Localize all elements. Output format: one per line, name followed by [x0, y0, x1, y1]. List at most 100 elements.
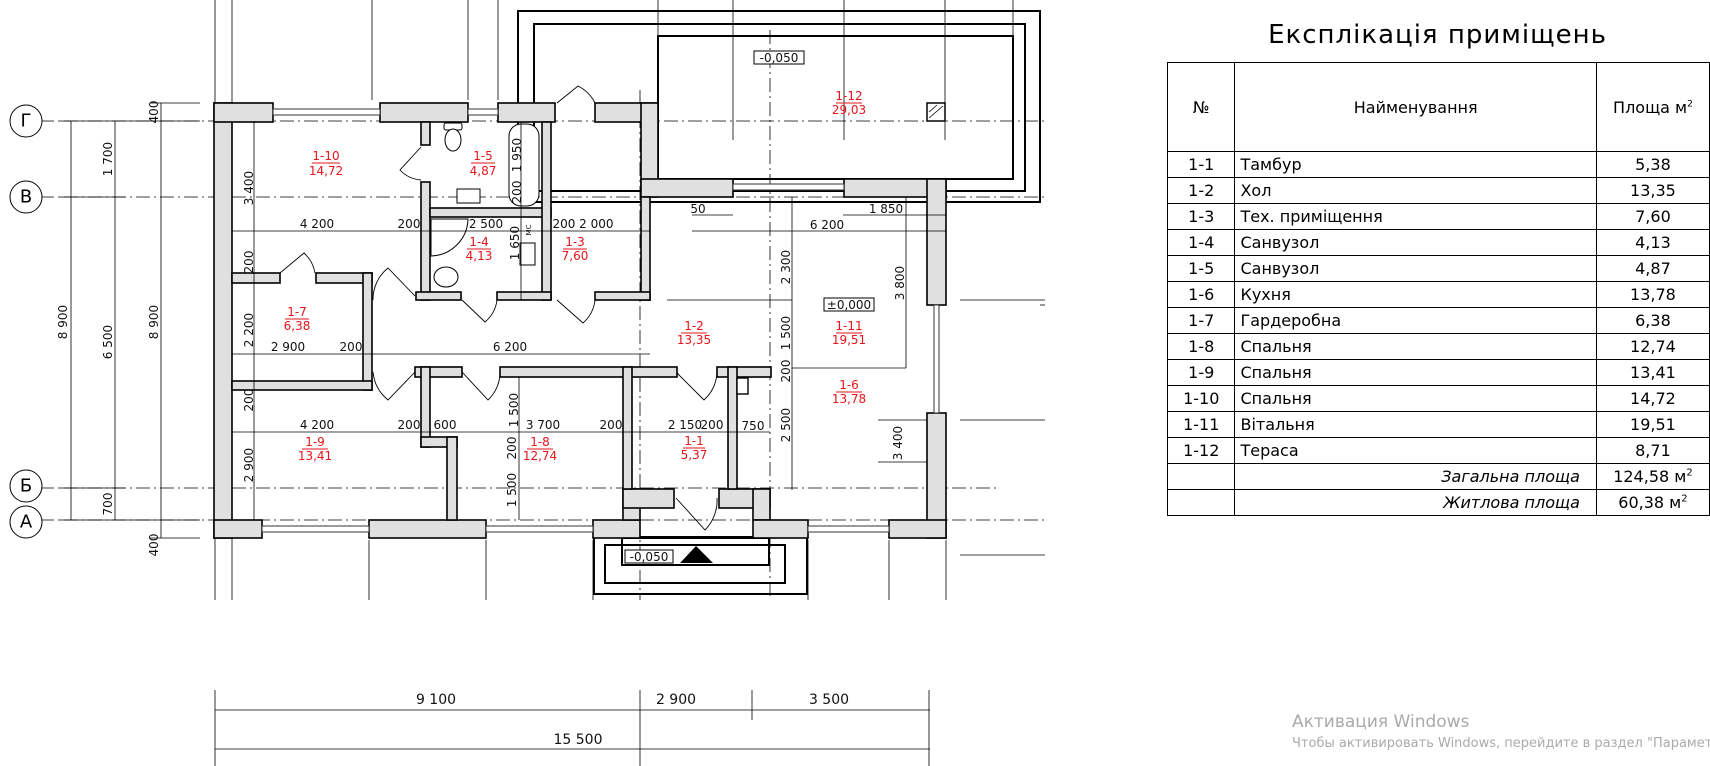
room-label-1-5: 1-54,87 — [470, 149, 497, 178]
dim-text: 400 — [147, 101, 161, 124]
dimension-lines — [60, 102, 946, 766]
sink-icon — [456, 188, 481, 204]
room-label-1-8: 1-812,74 — [523, 435, 557, 463]
room-label-1-7: 1-76,38 — [284, 305, 311, 333]
entrance-arrow-icon — [680, 546, 713, 563]
room-area: 13,78 — [832, 392, 866, 406]
room-area-cell: 13,41 — [1595, 359, 1710, 386]
room-number-cell: 1-8 — [1166, 333, 1236, 360]
room-number: 1-12 — [835, 89, 862, 103]
room-number: 1-10 — [312, 149, 339, 163]
room-name-cell: Гардеробна — [1234, 307, 1597, 334]
level-mark-porch: -0,050 — [630, 550, 669, 564]
door-swing — [461, 299, 498, 323]
room-number-cell: 1-5 — [1166, 255, 1236, 282]
total-label: Загальна площа — [1234, 463, 1597, 490]
door-swing — [372, 371, 416, 401]
dim-text: 2 300 — [779, 250, 793, 284]
room-name-cell: Санвузол — [1234, 229, 1597, 256]
dim-text: 1 500 — [505, 473, 519, 507]
door-swing — [372, 267, 416, 301]
room-number-cell: 1-2 — [1166, 177, 1236, 204]
room-name-cell: Хол — [1234, 177, 1597, 204]
fixtures: МС — [430, 122, 540, 288]
inner-dimensions: 1 950 200 3 400 4 200 200 2 500 1 650 20… — [242, 138, 907, 507]
windows-activation-text: Чтобы активировать Windows, перейдите в … — [1292, 736, 1710, 751]
window — [732, 183, 845, 191]
room-name-cell: Вітальня — [1234, 411, 1597, 438]
room-label-1-2: 1-213,35 — [677, 319, 711, 347]
room-number: 1-2 — [684, 319, 704, 333]
explication-title: Експлікація приміщень — [1268, 20, 1607, 50]
level-marks: -0,050 ±0,000 -0,050 — [624, 50, 875, 564]
dim-text: 8 900 — [56, 305, 70, 339]
dim-text: 3 700 — [526, 418, 560, 432]
room-number: 1-8 — [530, 435, 550, 449]
door-swing — [556, 299, 596, 324]
room-number: 1-1 — [684, 434, 704, 448]
room-name-cell: Тамбур — [1234, 151, 1597, 178]
axis-label: В — [20, 187, 32, 208]
window — [485, 525, 594, 533]
room-number: 1-5 — [473, 149, 493, 163]
room-area: 29,03 — [832, 103, 866, 117]
dim-text: 1 850 — [869, 202, 903, 216]
room-area-cell: 13,78 — [1595, 281, 1710, 308]
window — [261, 525, 370, 533]
room-area-cell: 4,87 — [1595, 255, 1710, 282]
dim-text: 50 — [690, 202, 705, 216]
dim-text: 15 500 — [554, 732, 603, 748]
dim-text: 6 200 — [810, 218, 844, 232]
room-number-cell: 1-10 — [1166, 385, 1236, 412]
total-label: Житлова площа — [1234, 489, 1597, 516]
room-number-cell: 1-11 — [1166, 411, 1236, 438]
dim-text: 750 — [742, 419, 765, 433]
dim-text: 200 — [242, 389, 256, 412]
dim-text: 2 900 — [271, 340, 305, 354]
header-number: № — [1166, 62, 1236, 152]
toilet-icon — [433, 266, 459, 288]
dim-text: 700 — [101, 493, 115, 516]
total-value-text: 60,38 м — [1618, 493, 1682, 512]
toilet-icon — [444, 128, 462, 152]
room-number: 1-7 — [287, 305, 307, 319]
empty-cell — [1166, 489, 1236, 516]
window — [933, 304, 940, 414]
room-name-cell: Кухня — [1234, 281, 1597, 308]
axis-label: Б — [20, 476, 32, 497]
room-number-cell: 1-1 — [1166, 151, 1236, 178]
header-area: Площа м2 — [1595, 62, 1710, 152]
dim-text: 1 650 — [508, 226, 522, 260]
outer-dimensions: 8 900 1 700 6 500 700 400 8 900 400 9 10… — [56, 101, 849, 748]
sink-icon — [519, 242, 536, 266]
room-label-1-1: 1-15,37 — [681, 434, 708, 462]
dim-text: 200 — [505, 437, 519, 460]
dim-text: 200 — [398, 418, 421, 432]
dim-text: 200 — [398, 217, 421, 231]
dim-text: 6 500 — [101, 325, 115, 359]
door-swing — [279, 252, 316, 274]
door-swing — [399, 146, 422, 181]
dim-text: 3 500 — [809, 692, 849, 708]
axis-bubbles: Г В Б А — [9, 104, 43, 539]
room-number-cell: 1-12 — [1166, 437, 1236, 464]
room-number-cell: 1-3 — [1166, 203, 1236, 230]
room-area: 14,72 — [309, 164, 343, 178]
porch-outline — [593, 536, 808, 595]
room-name-cell: Спальня — [1234, 385, 1597, 412]
dim-text: 4 200 — [300, 418, 334, 432]
room-area: 19,51 — [832, 333, 866, 347]
